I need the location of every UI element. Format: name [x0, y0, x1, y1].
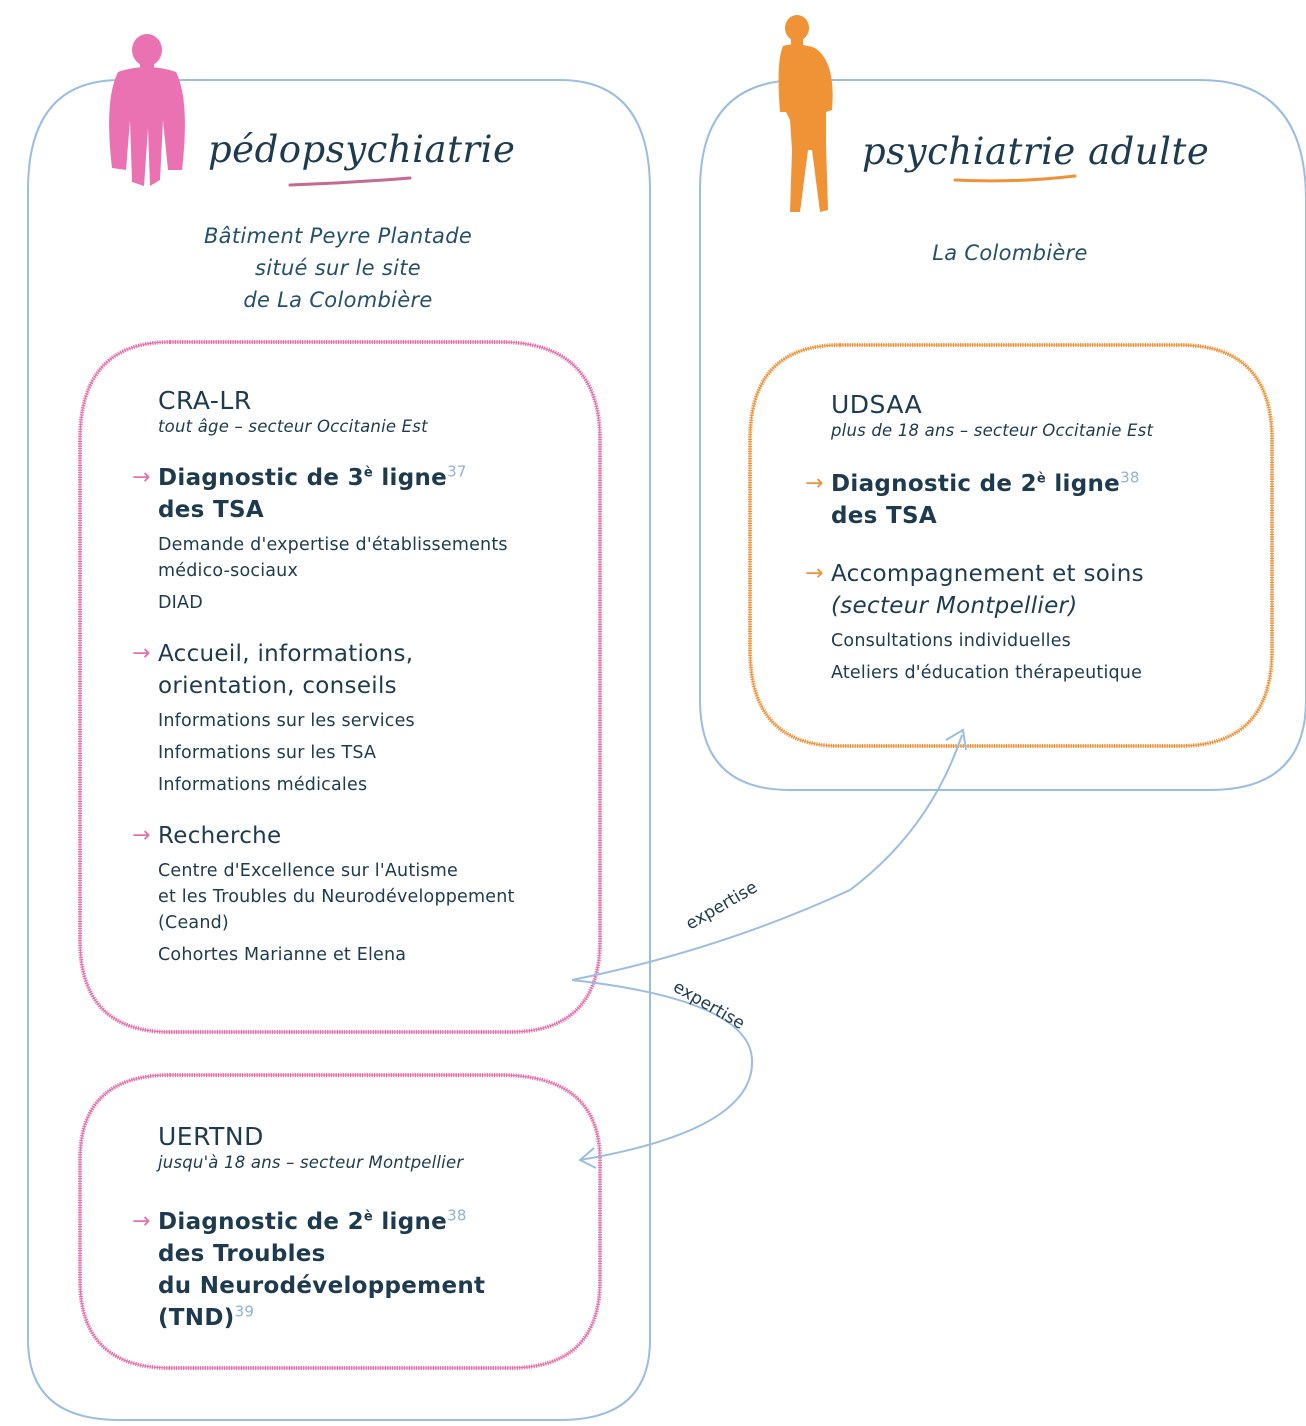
- flow-arrowhead-uertnd: [578, 1147, 597, 1169]
- list-item: Informations médicales: [158, 775, 368, 795]
- service-title: Accueil, informations, orientation, cons…: [158, 641, 414, 699]
- udsaa-unit: UDSAA plus de 18 ans – secteur Occitanie…: [805, 390, 1261, 692]
- service-title: Accompagnement et soins (secteur Montpel…: [831, 561, 1144, 619]
- footnote-ref: 38: [1120, 468, 1140, 487]
- service-accueil: → Accueil, informations, orientation, co…: [132, 638, 578, 798]
- pedo-location: Bâtiment Peyre Plantade situé sur le sit…: [138, 220, 538, 316]
- list-item: Cohortes Marianne et Elena: [158, 945, 407, 965]
- pedo-location-line: de La Colombière: [243, 288, 433, 312]
- child-figure-icon: [109, 34, 185, 186]
- arrow-right-icon: →: [132, 641, 151, 666]
- adult-figure-icon: [778, 15, 833, 213]
- udsaa-unit-box: [748, 343, 1274, 748]
- list-item: Consultations individuelles: [831, 631, 1071, 651]
- uertnd-unit: UERTND jusqu'à 18 ans – secteur Montpell…: [132, 1122, 578, 1334]
- arrow-right-icon: →: [805, 471, 824, 496]
- service-title: Diagnostic de 2è ligne38 des Troubles du…: [158, 1206, 486, 1331]
- pedo-location-line: Bâtiment Peyre Plantade: [203, 224, 473, 248]
- uertnd-unit-box: [78, 1073, 602, 1370]
- service-diagnostic-2-tnd: → Diagnostic de 2è ligne38 des Troubles …: [132, 1206, 578, 1334]
- pedo-location-line: situé sur le site: [255, 256, 421, 280]
- service-accompagnement: → Accompagnement et soins (secteur Montp…: [805, 558, 1261, 686]
- service-title: Recherche: [158, 823, 282, 849]
- pedo-title-underline: [288, 176, 412, 187]
- service-items: Consultations individuelles Ateliers d'é…: [831, 628, 1261, 686]
- cra-unit: CRA-LR tout âge – secteur Occitanie Est …: [132, 386, 578, 974]
- unit-subtitle: plus de 18 ans – secteur Occitanie Est: [831, 421, 1154, 440]
- footnote-ref: 38: [447, 1206, 467, 1225]
- adult-column-box: [699, 79, 1306, 791]
- list-item: Informations sur les services: [158, 711, 415, 731]
- service-title: Diagnostic de 2è ligne38 des TSA: [831, 468, 1140, 529]
- arrow-right-icon: →: [805, 561, 824, 586]
- unit-name: CRA-LR: [158, 386, 252, 415]
- flow-label-to-udsaa: expertise: [683, 877, 762, 934]
- list-item: Ateliers d'éducation thérapeutique: [831, 663, 1143, 683]
- pedo-column-box: [27, 79, 651, 1421]
- unit-name: UDSAA: [831, 390, 923, 419]
- adult-title-underline: [953, 174, 1077, 183]
- cra-unit-box: [78, 340, 602, 1034]
- flow-cra-to-udsaa: [571, 734, 963, 981]
- arrow-right-icon: →: [132, 465, 151, 490]
- unit-subtitle: tout âge – secteur Occitanie Est: [158, 417, 428, 436]
- adult-column-title: psychiatrie adulte: [862, 130, 1210, 173]
- arrow-right-icon: →: [132, 1209, 151, 1234]
- arrow-right-icon: →: [132, 823, 151, 848]
- pedo-column-title: pédopsychiatrie: [208, 128, 516, 171]
- adult-location: La Colombière: [810, 237, 1210, 269]
- list-item: DIAD: [158, 593, 203, 613]
- flow-arrowhead-udsaa: [945, 728, 967, 751]
- footnote-ref: 39: [234, 1302, 255, 1321]
- adult-location-line: La Colombière: [932, 241, 1088, 265]
- service-diagnostic-2-tsa: → Diagnostic de 2è ligne38 des TSA: [805, 468, 1261, 532]
- service-title: Diagnostic de 3è ligne37 des TSA: [158, 462, 467, 523]
- unit-name: UERTND: [158, 1122, 264, 1151]
- service-diagnostic-3: → Diagnostic de 3è ligne37 des TSA Deman…: [132, 462, 578, 616]
- flow-label-to-uertnd: expertise: [670, 977, 749, 1034]
- unit-subtitle: jusqu'à 18 ans – secteur Montpellier: [158, 1153, 464, 1172]
- list-item: Informations sur les TSA: [158, 743, 377, 763]
- service-items: Informations sur les services Informatio…: [158, 708, 578, 798]
- footnote-ref: 37: [447, 462, 467, 481]
- service-recherche: → Recherche Centre d'Excellence sur l'Au…: [132, 820, 578, 968]
- flow-cra-to-uertnd: [571, 979, 754, 1161]
